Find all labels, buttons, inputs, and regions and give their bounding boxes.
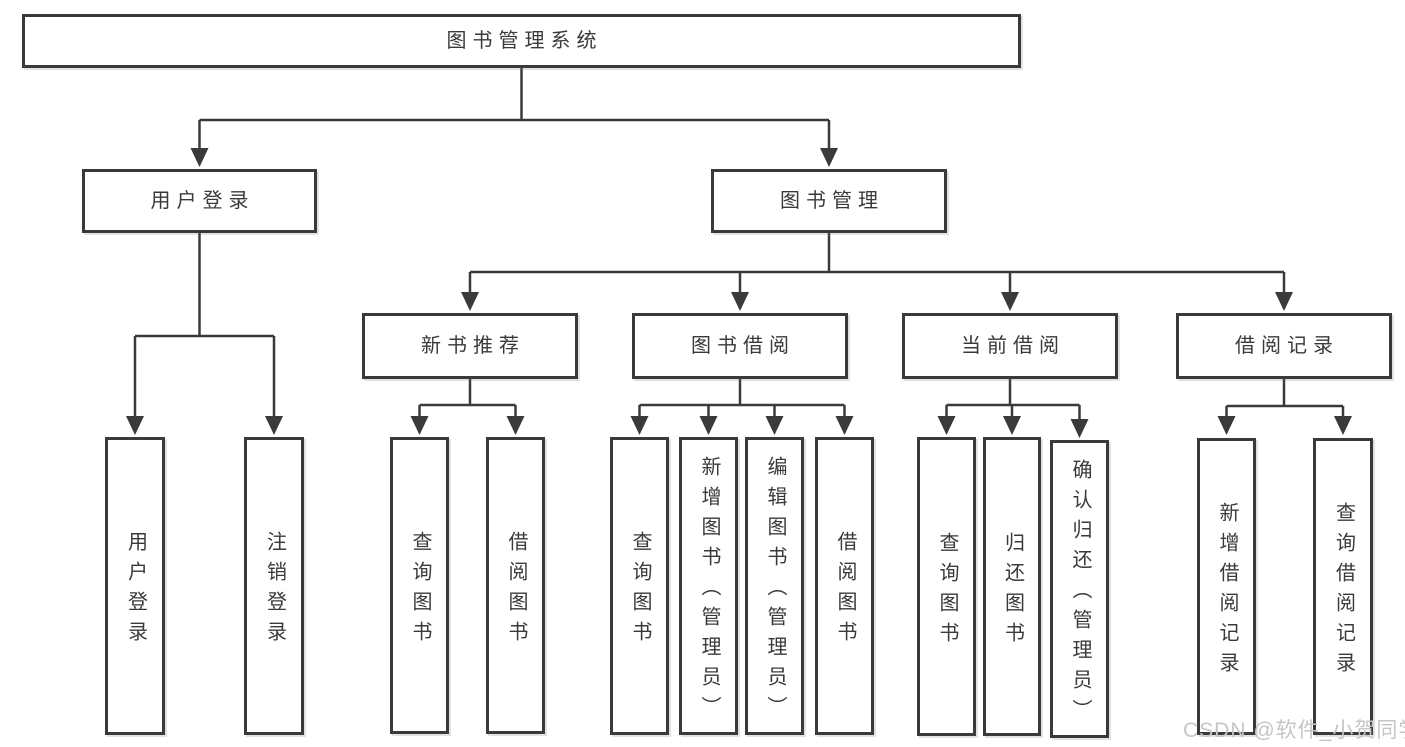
leaf-user-login: 用户登录	[105, 437, 165, 735]
node-borrow-records-label: 借阅记录	[1235, 335, 1339, 357]
node-new-book-recommend-label: 新书推荐	[421, 335, 525, 357]
node-current-borrow: 当前借阅	[902, 313, 1118, 379]
node-user-login: 用户登录	[82, 169, 317, 233]
node-borrow-records: 借阅记录	[1176, 313, 1392, 379]
leaf-add-books-admin: 新增图书（管理员）	[679, 437, 738, 735]
leaf-query-borrow-record: 查询借阅记录	[1313, 438, 1373, 735]
node-book-borrow-label: 图书借阅	[691, 335, 795, 357]
arrowhead-icons	[126, 148, 1352, 438]
leaf-current-query-books: 查询图书	[917, 437, 976, 736]
leaf-borrow-books: 借阅图书	[815, 437, 874, 735]
node-current-borrow-label: 当前借阅	[961, 335, 1065, 357]
leaf-return-books-label: 归还图书	[1001, 531, 1024, 652]
leaf-logout: 注销登录	[244, 437, 304, 735]
leaf-add-books-admin-label: 新增图书（管理员）	[698, 456, 720, 726]
csdn-watermark: CSDN @软件_小贺同学	[1183, 719, 1405, 742]
leaf-logout-label: 注销登录	[263, 531, 286, 651]
leaf-recommend-query-books: 查询图书	[390, 437, 449, 734]
leaf-return-books: 归还图书	[983, 437, 1041, 736]
leaf-query-borrow-record-label: 查询借阅记录	[1332, 501, 1355, 682]
leaf-borrow-query-books-label: 查询图书	[629, 531, 651, 651]
node-book-borrow: 图书借阅	[632, 313, 848, 379]
leaf-user-login-label: 用户登录	[124, 531, 147, 651]
node-book-management-label: 图书管理	[780, 190, 884, 212]
leaf-current-query-books-label: 查询图书	[936, 531, 958, 652]
node-library-system: 图书管理系统	[22, 14, 1021, 68]
leaf-recommend-borrow-books: 借阅图书	[486, 437, 545, 734]
leaf-recommend-borrow-books-label: 借阅图书	[505, 530, 527, 651]
leaf-borrow-books-label: 借阅图书	[834, 531, 856, 651]
node-new-book-recommend: 新书推荐	[362, 313, 578, 379]
leaf-confirm-return-admin: 确认归还（管理员）	[1050, 440, 1109, 738]
leaf-add-borrow-record-label: 新增借阅记录	[1216, 501, 1238, 682]
leaf-recommend-query-books-label: 查询图书	[409, 530, 431, 651]
leaf-add-borrow-record: 新增借阅记录	[1197, 438, 1256, 735]
leaf-edit-books-admin: 编辑图书（管理员）	[745, 437, 804, 735]
leaf-confirm-return-admin-label: 确认归还（管理员）	[1069, 459, 1091, 729]
leaf-borrow-query-books: 查询图书	[610, 437, 669, 735]
node-user-login-label: 用户登录	[150, 190, 255, 212]
node-book-management: 图书管理	[711, 169, 947, 233]
node-library-system-label: 图书管理系统	[446, 30, 603, 52]
leaf-edit-books-admin-label: 编辑图书（管理员）	[764, 456, 786, 726]
